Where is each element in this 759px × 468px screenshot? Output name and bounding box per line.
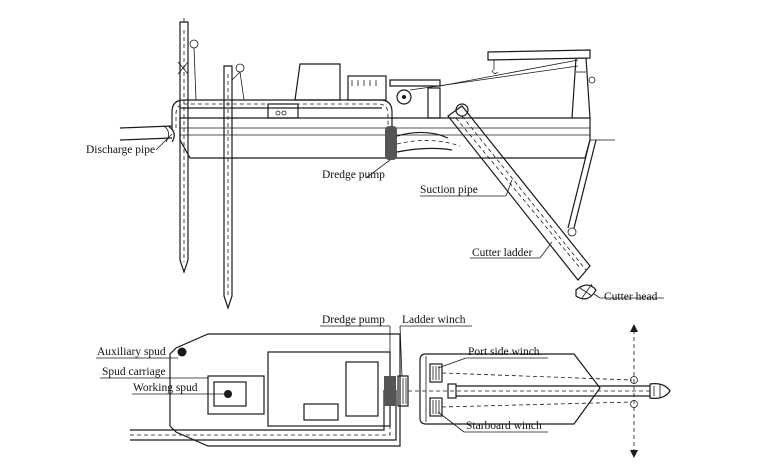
working-spud-plan [224, 390, 232, 398]
label-ladder-winch: Ladder winch [402, 314, 466, 326]
side-view: Discharge pipe Dredge pump Suction pipe … [86, 18, 664, 310]
suction-pipe-side [396, 131, 461, 153]
discharge-pipe-side [119, 125, 175, 143]
auxiliary-spud-plan [177, 347, 187, 357]
ladder-winch [397, 375, 409, 407]
deck-pipeline [171, 99, 393, 130]
port-side-winch [429, 363, 633, 383]
label-suction-pipe: Suction pipe [420, 184, 478, 196]
cutter-head-plan [649, 383, 671, 399]
spud-carriage [207, 375, 265, 415]
auxiliary-spud-side [223, 63, 245, 310]
gantry-crane [409, 49, 596, 119]
dredge-pump-plan [384, 376, 396, 406]
ladder-pontoon [419, 353, 601, 425]
main-pontoon [169, 333, 401, 447]
deck-winch [389, 79, 469, 119]
label-dredge-pump-side: Dredge pump [322, 169, 385, 181]
label-discharge-pipe: Discharge pipe [86, 144, 155, 156]
deck-house [267, 351, 391, 427]
label-spud-carriage: Spud carriage [102, 366, 166, 378]
label-dredge-pump-plan: Dredge pump [322, 314, 385, 326]
cutter-ladder-plan [408, 383, 650, 399]
label-cutter-ladder: Cutter ladder [472, 247, 533, 259]
dredge-pump-side [385, 126, 397, 160]
label-starboard-winch: Starboard winch [466, 420, 542, 432]
plan-view: Dredge pump Ladder winch Auxiliary spud … [96, 314, 671, 458]
cutter-ladder [447, 105, 597, 281]
starboard-winch [429, 397, 633, 417]
swing-anchors [630, 324, 638, 458]
working-spud-side [177, 18, 199, 274]
cabin [267, 63, 387, 119]
label-auxiliary-spud: Auxiliary spud [97, 346, 166, 358]
label-working-spud: Working spud [133, 382, 198, 394]
cutter-head [575, 283, 597, 300]
label-cutter-head: Cutter head [604, 291, 658, 303]
label-port-side-winch: Port side winch. [468, 346, 543, 358]
